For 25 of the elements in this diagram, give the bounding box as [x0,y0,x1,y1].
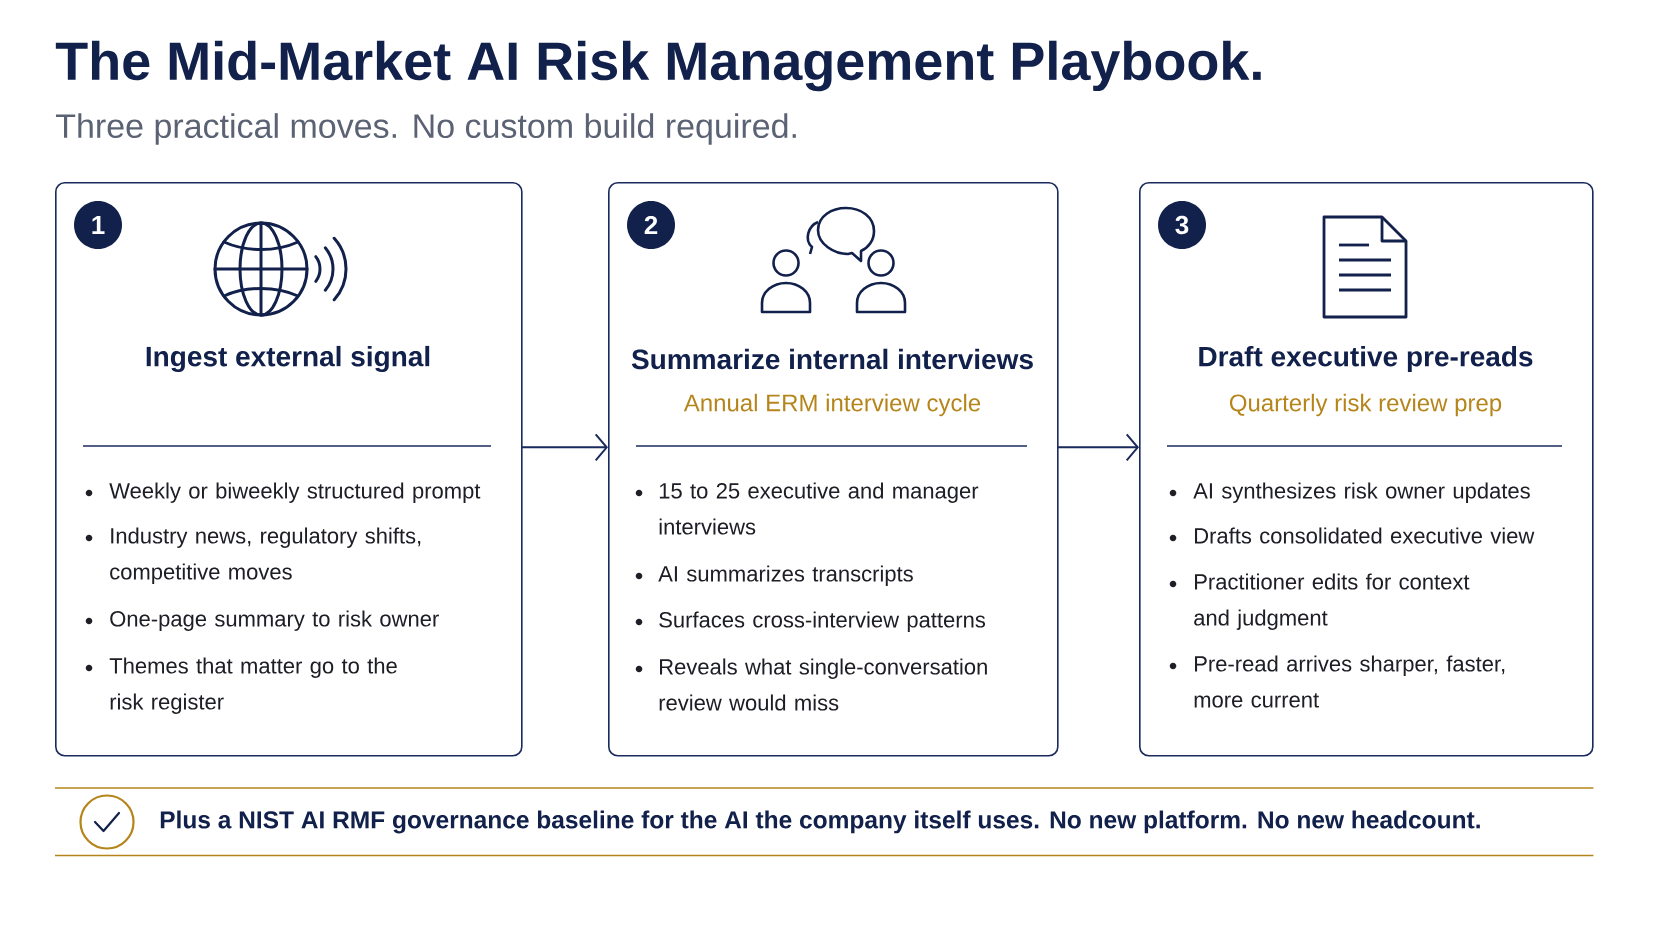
number-badge: 2 [627,201,675,249]
bullet-text: Pre-read arrives sharper, faster, more current [1194,655,1505,708]
title: The Mid-Market AI Risk Management Playbook. [55,40,1261,92]
bullet-text: Themes that matter go to the risk register [109,657,397,714]
number-badge: 1 [74,201,122,249]
card-subtitle: Annual ERM interview cycle [683,393,981,417]
note-band: Plus a NIST AI RMF governance baseline for the AI the company itself uses. No new platform. No new headcount. [54,787,1595,857]
bullet-text: One-page summary to risk owner [110,610,439,631]
subtitle: Three practical moves. No custom build required. [56,113,796,145]
arrow [521,433,608,462]
bullet-text: Industry news, regulatory shifts, competitive moves [110,527,421,584]
bullet-text: Weekly or biweekly structured prompt [109,482,481,503]
bullet-text: AI synthesizes risk owner updates [1193,482,1530,503]
number-badge: 3 [1158,201,1206,249]
bullet-text: Surfaces cross-interview patterns [659,611,986,632]
card-heading: Ingest external signal [146,345,430,373]
card-heading: Draft executive pre-reads [1199,345,1533,373]
card-subtitle: Quarterly risk review prep [1229,393,1502,417]
card-heading: Summarize internal interviews [631,348,1033,370]
bullet-text: AI summarizes transcripts [658,565,913,586]
arrow [1057,433,1139,462]
bullet-text: Practitioner edits for context and judgment [1194,573,1470,630]
bullet-text: Drafts consolidated executive view [1195,527,1535,544]
bullet-text: Reveals what single-conversation review would miss [659,658,987,711]
bullet-text: 15 to 25 executive and manager interviews [659,482,979,535]
